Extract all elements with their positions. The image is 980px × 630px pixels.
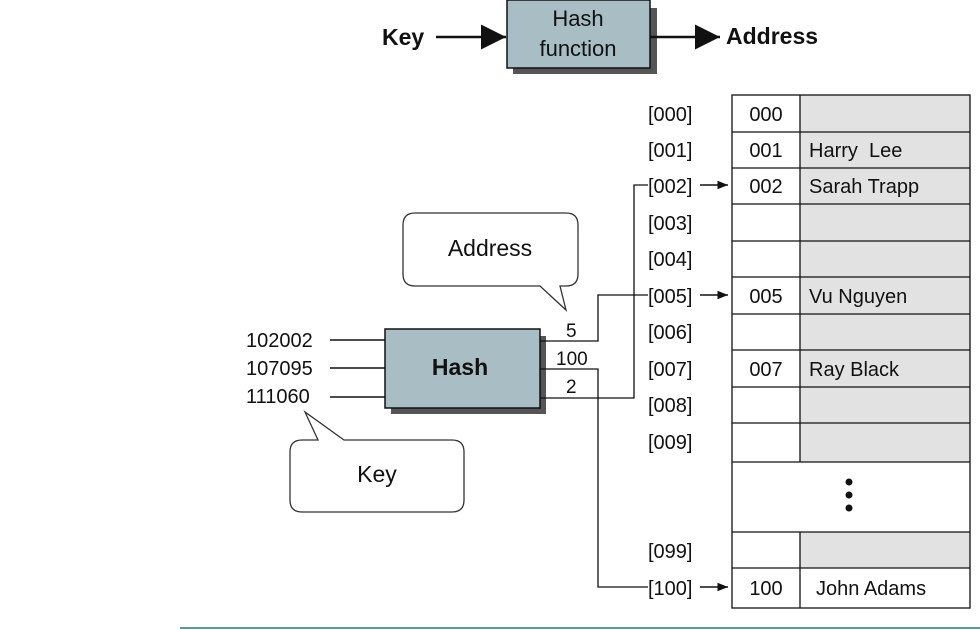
name-column-shade <box>800 532 970 568</box>
slot-key: 005 <box>749 286 782 308</box>
ellipsis-icon <box>845 478 853 512</box>
slot-index: [100] <box>648 578 692 600</box>
index-labels: [000] [001] [002] [003] [004] [005] [006… <box>648 104 692 600</box>
input-keys: 102002 107095 111060 <box>246 330 385 408</box>
slot-index: [003] <box>648 213 692 235</box>
slot-index: [008] <box>648 395 692 417</box>
table-border <box>731 94 971 609</box>
slot-key: 007 <box>749 359 782 381</box>
input-key: 111060 <box>246 386 310 408</box>
hash-box: Hash <box>384 328 546 414</box>
output-routing: 5 100 2 <box>540 180 728 592</box>
top-flow: Key Hash function Address <box>382 0 818 74</box>
slot-name: Ray Black <box>809 359 900 381</box>
slot-index: [009] <box>648 432 692 454</box>
input-key: 102002 <box>246 330 313 352</box>
address-callout-text: Address <box>448 235 532 261</box>
hash-box-label: Hash <box>432 354 488 380</box>
route-line-100 <box>540 368 648 588</box>
top-address-label: Address <box>726 23 818 49</box>
slot-index: [001] <box>648 140 692 162</box>
hash-table: [000] [001] [002] [003] [004] [005] [006… <box>648 94 971 609</box>
top-hash-box-line2: function <box>539 36 616 61</box>
top-hash-function-box <box>506 0 651 69</box>
key-callout: Key <box>289 410 465 513</box>
key-callout-text: Key <box>357 461 397 487</box>
slot-key: 001 <box>749 140 782 162</box>
slot-index: [099] <box>648 541 692 563</box>
output-value: 5 <box>566 321 577 342</box>
hash-box-body <box>384 328 541 409</box>
slot-index: [006] <box>648 322 692 344</box>
address-callout: Address <box>402 212 579 312</box>
top-hash-box-line1: Hash <box>552 6 603 31</box>
output-value: 2 <box>566 377 577 398</box>
slot-index: [005] <box>648 286 692 308</box>
name-cell-last <box>800 568 970 608</box>
name-column-shade <box>800 95 970 462</box>
slot-key: 100 <box>749 578 782 600</box>
slot-index: [000] <box>648 104 692 126</box>
slot-name: Sarah Trapp <box>809 176 919 198</box>
slot-key: 000 <box>749 104 782 126</box>
top-key-label: Key <box>382 24 424 50</box>
slot-index: [002] <box>648 176 692 198</box>
slot-key: 002 <box>749 176 782 198</box>
slot-index: [007] <box>648 359 692 381</box>
input-key: 107095 <box>246 358 313 380</box>
route-line-5 <box>540 294 648 342</box>
route-line-2 <box>540 184 648 399</box>
row-lines <box>732 131 970 569</box>
slot-index: [004] <box>648 249 692 271</box>
slot-name: John Adams <box>816 578 926 600</box>
output-value: 100 <box>556 349 588 370</box>
slot-name: Harry Lee <box>809 140 902 162</box>
key-cells: 000 001 002 005 007 100 <box>749 104 782 600</box>
name-cells: Harry Lee Sarah Trapp Vu Nguyen Ray Blac… <box>809 140 926 600</box>
slot-name: Vu Nguyen <box>809 286 907 308</box>
